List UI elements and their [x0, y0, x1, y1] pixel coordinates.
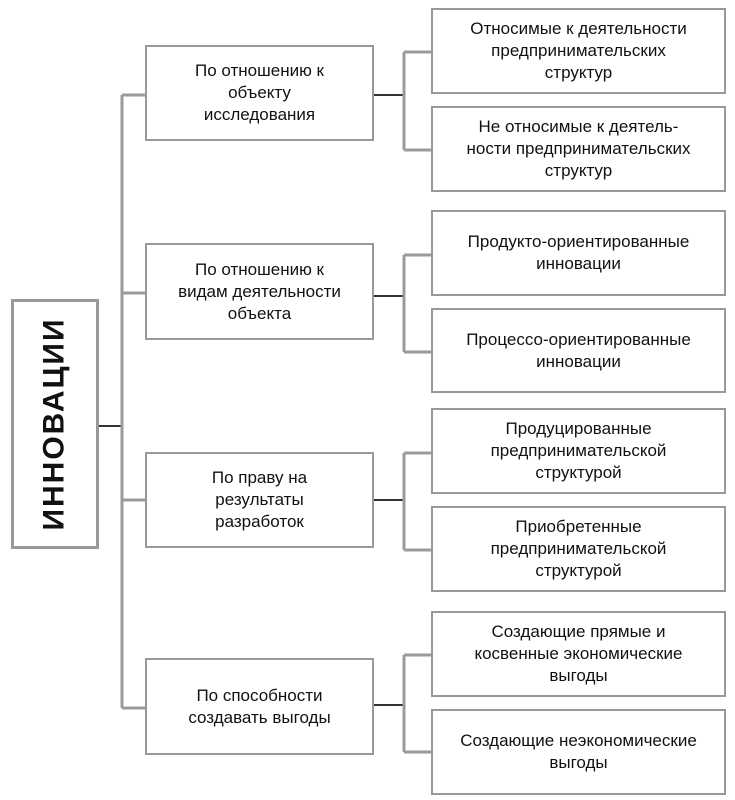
leaf-node: Продукто-ориентированные инновации — [431, 210, 726, 296]
leaf-label: Процессо-ориентированные инновации — [466, 329, 691, 371]
leaf-node: Создающие неэкономические выгоды — [431, 709, 726, 795]
leaf-label: Создающие прямые и косвенные экономическ… — [474, 622, 683, 685]
leaf-node: Относимые к деятельности предприниматель… — [431, 8, 726, 94]
leaf-label: Продуцированные предпринимательской стру… — [490, 419, 667, 482]
category-label: По отношению к объекту исследования — [195, 61, 324, 124]
category-development-rights: По праву на результаты разработок — [145, 452, 374, 548]
leaf-label: Не относимые к деятель- ности предприним… — [466, 117, 691, 180]
category-activity-types: По отношению к видам деятельности объект… — [145, 243, 374, 340]
leaf-node: Продуцированные предпринимательской стру… — [431, 408, 726, 494]
leaf-node: Создающие прямые и косвенные экономическ… — [431, 611, 726, 697]
leaf-node: Не относимые к деятель- ности предприним… — [431, 106, 726, 192]
leaf-node: Приобретенные предпринимательской структ… — [431, 506, 726, 592]
category-label: По праву на результаты разработок — [211, 468, 308, 531]
category-label: По отношению к видам деятельности объект… — [178, 259, 341, 323]
root-label: ИННОВАЦИИ — [38, 317, 72, 531]
leaf-node: Процессо-ориентированные инновации — [431, 308, 726, 393]
root-node-innovations: ИННОВАЦИИ — [11, 299, 99, 549]
category-label: По способности создавать выгоды — [188, 685, 331, 727]
leaf-label: Относимые к деятельности предприниматель… — [470, 19, 687, 82]
category-benefit-capacity: По способности создавать выгоды — [145, 658, 374, 755]
leaf-label: Продукто-ориентированные инновации — [467, 232, 690, 273]
leaf-label: Приобретенные предпринимательской структ… — [490, 517, 667, 580]
leaf-label: Создающие неэкономические выгоды — [460, 731, 697, 772]
category-object-of-research: По отношению к объекту исследования — [145, 45, 374, 141]
